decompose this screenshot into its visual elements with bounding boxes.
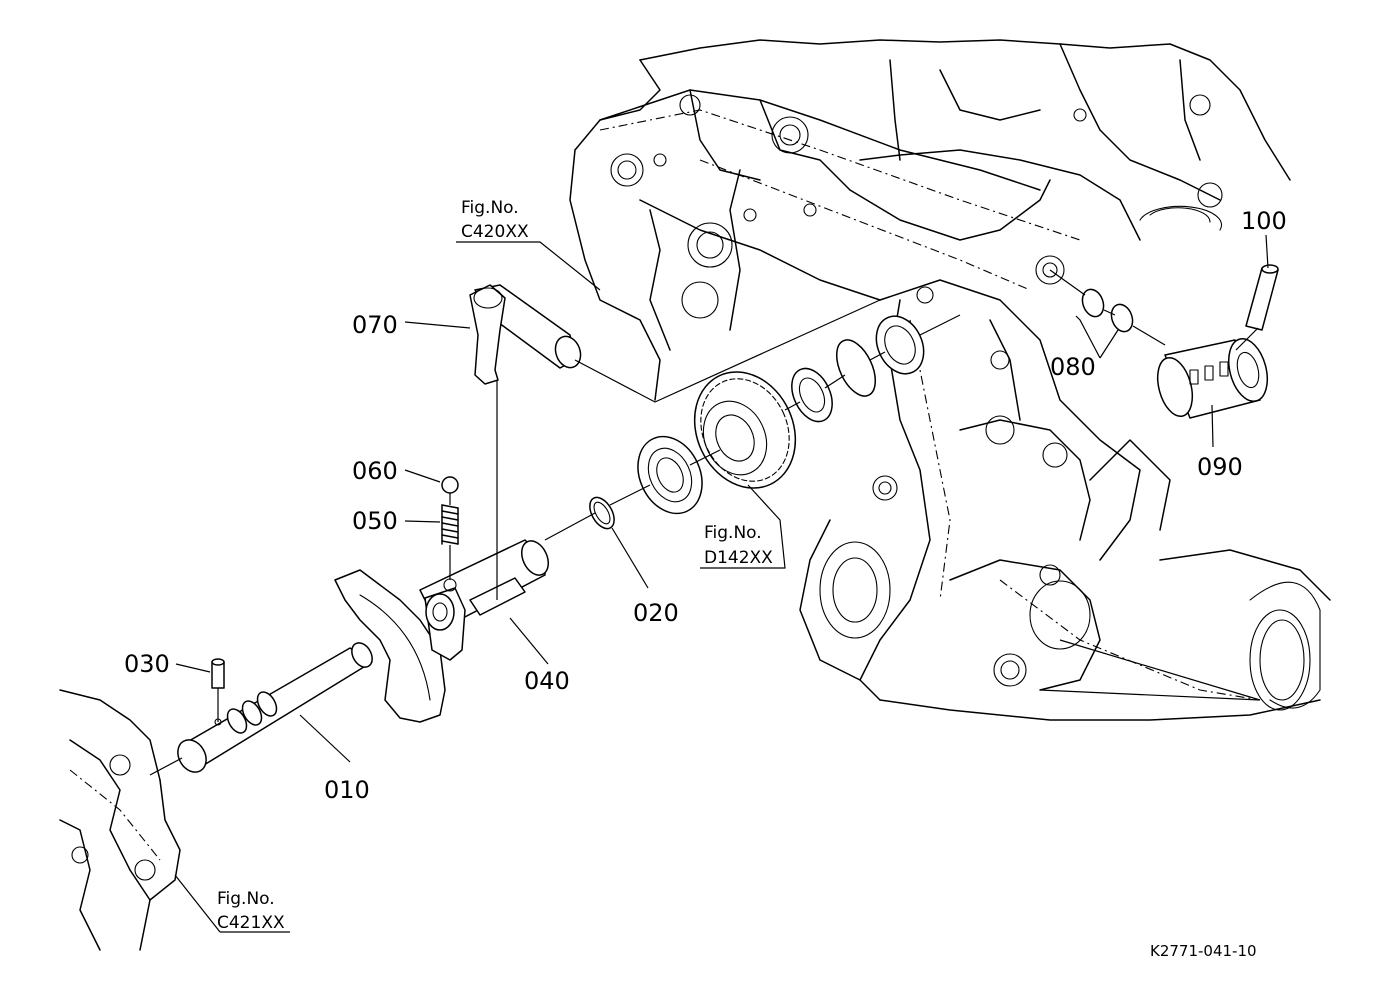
leader-lines [174, 234, 1269, 933]
callout-040: 040 [524, 667, 570, 695]
figure-ref-d142: Fig.No. D142XX [704, 523, 773, 568]
callout-010: 010 [324, 776, 370, 804]
part-040-shift-fork [334, 539, 550, 723]
callout-090: 090 [1197, 453, 1243, 481]
callout-060: 060 [352, 457, 398, 485]
part-080-o-rings [1081, 288, 1134, 333]
figure-ref-c420: Fig.No. C420XX [461, 198, 529, 242]
figure-ref-c420-line2: C420XX [461, 222, 529, 242]
upper-transmission-housing [569, 39, 1291, 401]
callout-030: 030 [124, 650, 170, 678]
figure-ref-c420-line1: Fig.No. [461, 198, 519, 218]
figure-ref-c421-line2: C421XX [217, 913, 285, 933]
callout-070: 070 [352, 311, 398, 339]
part-060-ball [441, 476, 459, 494]
diagram-id: K2771-041-10 [1150, 942, 1257, 960]
figure-ref-d142-line2: D142XX [704, 548, 773, 568]
part-070-shift-lever [469, 284, 582, 385]
callout-050: 050 [352, 507, 398, 535]
figure-ref-d142-line1: Fig.No. [704, 523, 762, 543]
part-020-snap-ring [589, 496, 615, 530]
part-090-sleeve [1156, 337, 1269, 419]
part-050-spring [441, 504, 459, 545]
callout-labels: 010 020 030 040 050 060 070 080 090 100 [124, 207, 1287, 804]
callout-020: 020 [633, 599, 679, 627]
assembly-axis-lines [149, 269, 1259, 776]
figure-ref-c421: Fig.No. C421XX [217, 889, 285, 933]
part-100-roll-pin [1245, 264, 1279, 331]
gear-bearing-group [637, 315, 925, 515]
part-010-shift-rod [177, 642, 373, 773]
left-housing-section [59, 689, 181, 951]
lower-transmission-housing [799, 279, 1331, 721]
callout-100: 100 [1241, 207, 1287, 235]
callout-080: 080 [1050, 353, 1096, 381]
figure-ref-c421-line1: Fig.No. [217, 889, 275, 909]
part-030-pin [211, 658, 225, 689]
